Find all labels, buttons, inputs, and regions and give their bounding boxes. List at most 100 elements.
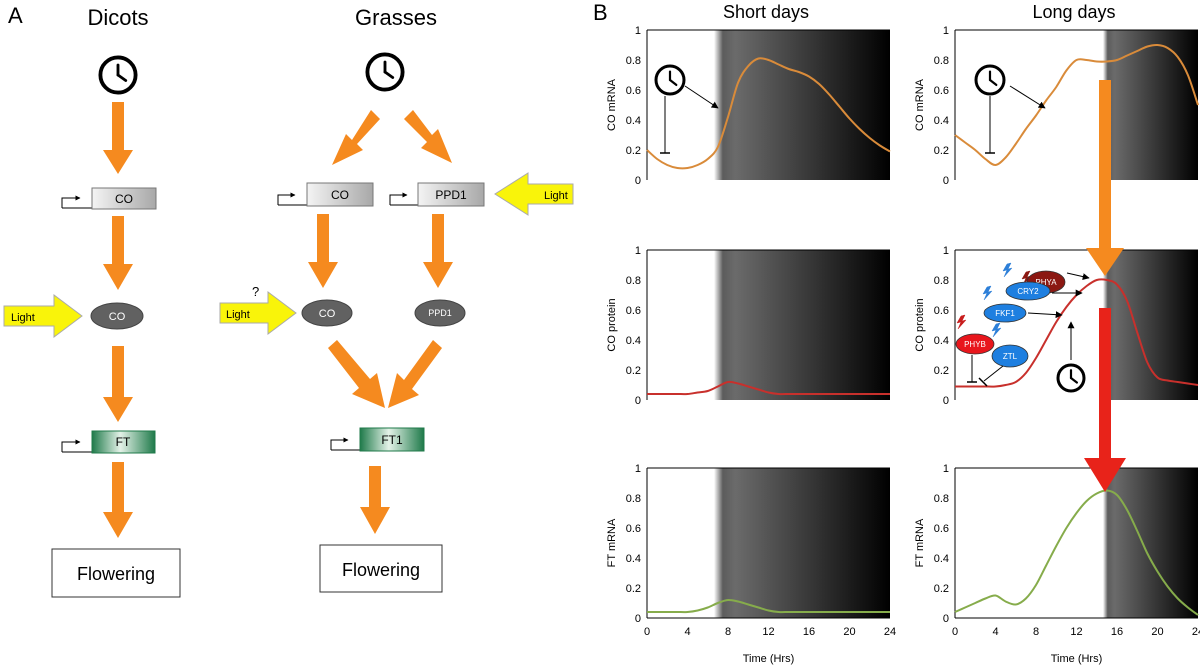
y-tick-co-mrna-short: 0.2 [626,145,641,157]
col-long-title: Long days [1032,2,1115,22]
y-tick-co-mrna-long: 0 [943,175,949,187]
y-tick-co-protein-long: 0.8 [934,275,949,287]
fkf1-light-bolt-icon [982,285,993,301]
phya-arrow [1066,272,1090,281]
clock-icon-short-co-mrna-hand-minute [668,78,678,87]
y-tick-co-mrna-long: 0.6 [934,85,949,97]
clock-arrow-long [1009,85,1046,109]
x-tick-ft-mrna-long: 16 [1111,626,1123,638]
dicots-ft-promoter [61,439,81,452]
dark-period-co-protein-long [1103,250,1198,400]
ft1-promoter [330,437,349,450]
dicots-title: Dicots [87,5,148,30]
phya-oval-label: PHYA [1035,278,1057,287]
series-line-ft-mrna-long [954,489,1199,616]
clock-icon-short-co-mrna [654,64,686,96]
y-tick-co-protein-short: 0.8 [626,275,641,287]
series-line-ft-mrna-short [647,598,890,614]
arrow-clock-to-co-gene [103,102,133,174]
dark-period-co-protein-short [714,250,890,400]
ppd1-gene [417,182,485,207]
grass-co-promoter [277,192,296,205]
dark-period-co-mrna-short [714,30,890,180]
series-line-co-mrna-short [646,57,891,170]
arrow-co-protein-to-ft [103,346,133,422]
x-tick-ft-mrna-short: 16 [803,626,815,638]
ztl-light-bolt-icon [991,322,1002,338]
x-tick-ft-mrna-short: 24 [884,626,896,638]
series-line-co-protein-short [647,380,890,396]
y-tick-co-protein-short: 0.4 [626,335,641,347]
dark-period-ft-mrna-short [714,468,890,618]
grasses-arrows [308,110,453,534]
col-short-title: Short days [723,2,809,22]
x-tick-ft-mrna-long: 8 [1033,626,1039,638]
y-tick-co-protein-long: 0.6 [934,305,949,317]
ztl-oval-label: ZTL [1003,352,1018,361]
dicots-ft-gene [91,430,156,454]
grasses-question-mark: ? [252,284,259,299]
dicots-co-gene [91,187,157,210]
y-tick-co-protein-long: 0.4 [934,335,949,347]
y-tick-ft-mrna-short: 1 [635,463,641,475]
x-tick-ft-mrna-short: 20 [843,626,855,638]
x-label-ft-mrna-long: Time (Hrs) [1051,653,1103,665]
arrow-ppd1-to-ft1 [388,340,442,408]
y-tick-co-protein-short: 0 [635,395,641,407]
clock-arrow-short [684,85,719,109]
dark-period-ft-mrna-long [1103,468,1198,618]
arrow-grass-co-to-ft1 [328,340,385,408]
arrow-co-gene-to-co-protein [103,216,133,290]
ppd1-gene-label: PPD1 [435,188,467,202]
phyb-light-bolt-icon [956,314,967,330]
dicots-co-promoter [61,195,81,208]
ztl-inhibition [983,365,1004,382]
grasses-flowering-label: Flowering [342,560,420,580]
clock-icon-long-co-protein-hand-minute [1069,376,1078,384]
arrow-ft1-to-flowering [360,466,390,534]
y-tick-co-protein-short: 1 [635,245,641,257]
y-tick-co-protein-long: 0.2 [934,365,949,377]
arrow-ppd1-gene-to-protein [423,214,453,288]
panel-b-label: B [593,0,608,25]
grass-co-protein-label: CO [319,308,336,320]
y-label-co-mrna-short: CO mRNA [606,78,618,131]
ft1-gene-label: FT1 [381,433,403,447]
grass-co-gene [306,182,374,207]
clock-icon-long-co-protein [1056,363,1086,393]
arrow-grass-co-gene-to-protein [308,214,338,288]
dicots-co-protein-label: CO [109,311,126,323]
dicots-flowering-label: Flowering [77,564,155,584]
y-label-co-protein-long: CO protein [914,298,926,351]
clock-icon-long-co-mrna-hand-minute [988,78,998,87]
grasses-light-arrow-left [219,291,297,335]
y-tick-co-mrna-short: 1 [635,25,641,37]
x-tick-ft-mrna-long: 24 [1192,626,1200,638]
y-tick-ft-mrna-short: 0.4 [626,553,641,565]
y-tick-co-mrna-long: 0.8 [934,55,949,67]
y-tick-co-mrna-short: 0 [635,175,641,187]
ppd1-protein [414,299,466,327]
fkf1-oval-label: FKF1 [995,309,1015,318]
cry2-oval-label: CRY2 [1017,287,1039,296]
dicots-arrows [103,102,133,538]
dicots-flowering-box [51,548,181,598]
dicots-ft-gene-label: FT [116,435,131,449]
y-label-co-protein-short: CO protein [606,298,618,351]
cry2-oval [1005,281,1051,301]
x-tick-ft-mrna-long: 0 [952,626,958,638]
grass-co-gene-label: CO [331,188,349,202]
y-tick-co-protein-long: 0 [943,395,949,407]
y-tick-co-mrna-short: 0.6 [626,85,641,97]
ppd1-protein-label: PPD1 [428,308,452,318]
y-tick-co-protein-short: 0.6 [626,305,641,317]
grasses-clock-icon [365,52,405,92]
grass-co-protein [301,299,353,327]
dark-period-co-mrna-long [1103,30,1198,180]
y-tick-ft-mrna-long: 0 [943,613,949,625]
